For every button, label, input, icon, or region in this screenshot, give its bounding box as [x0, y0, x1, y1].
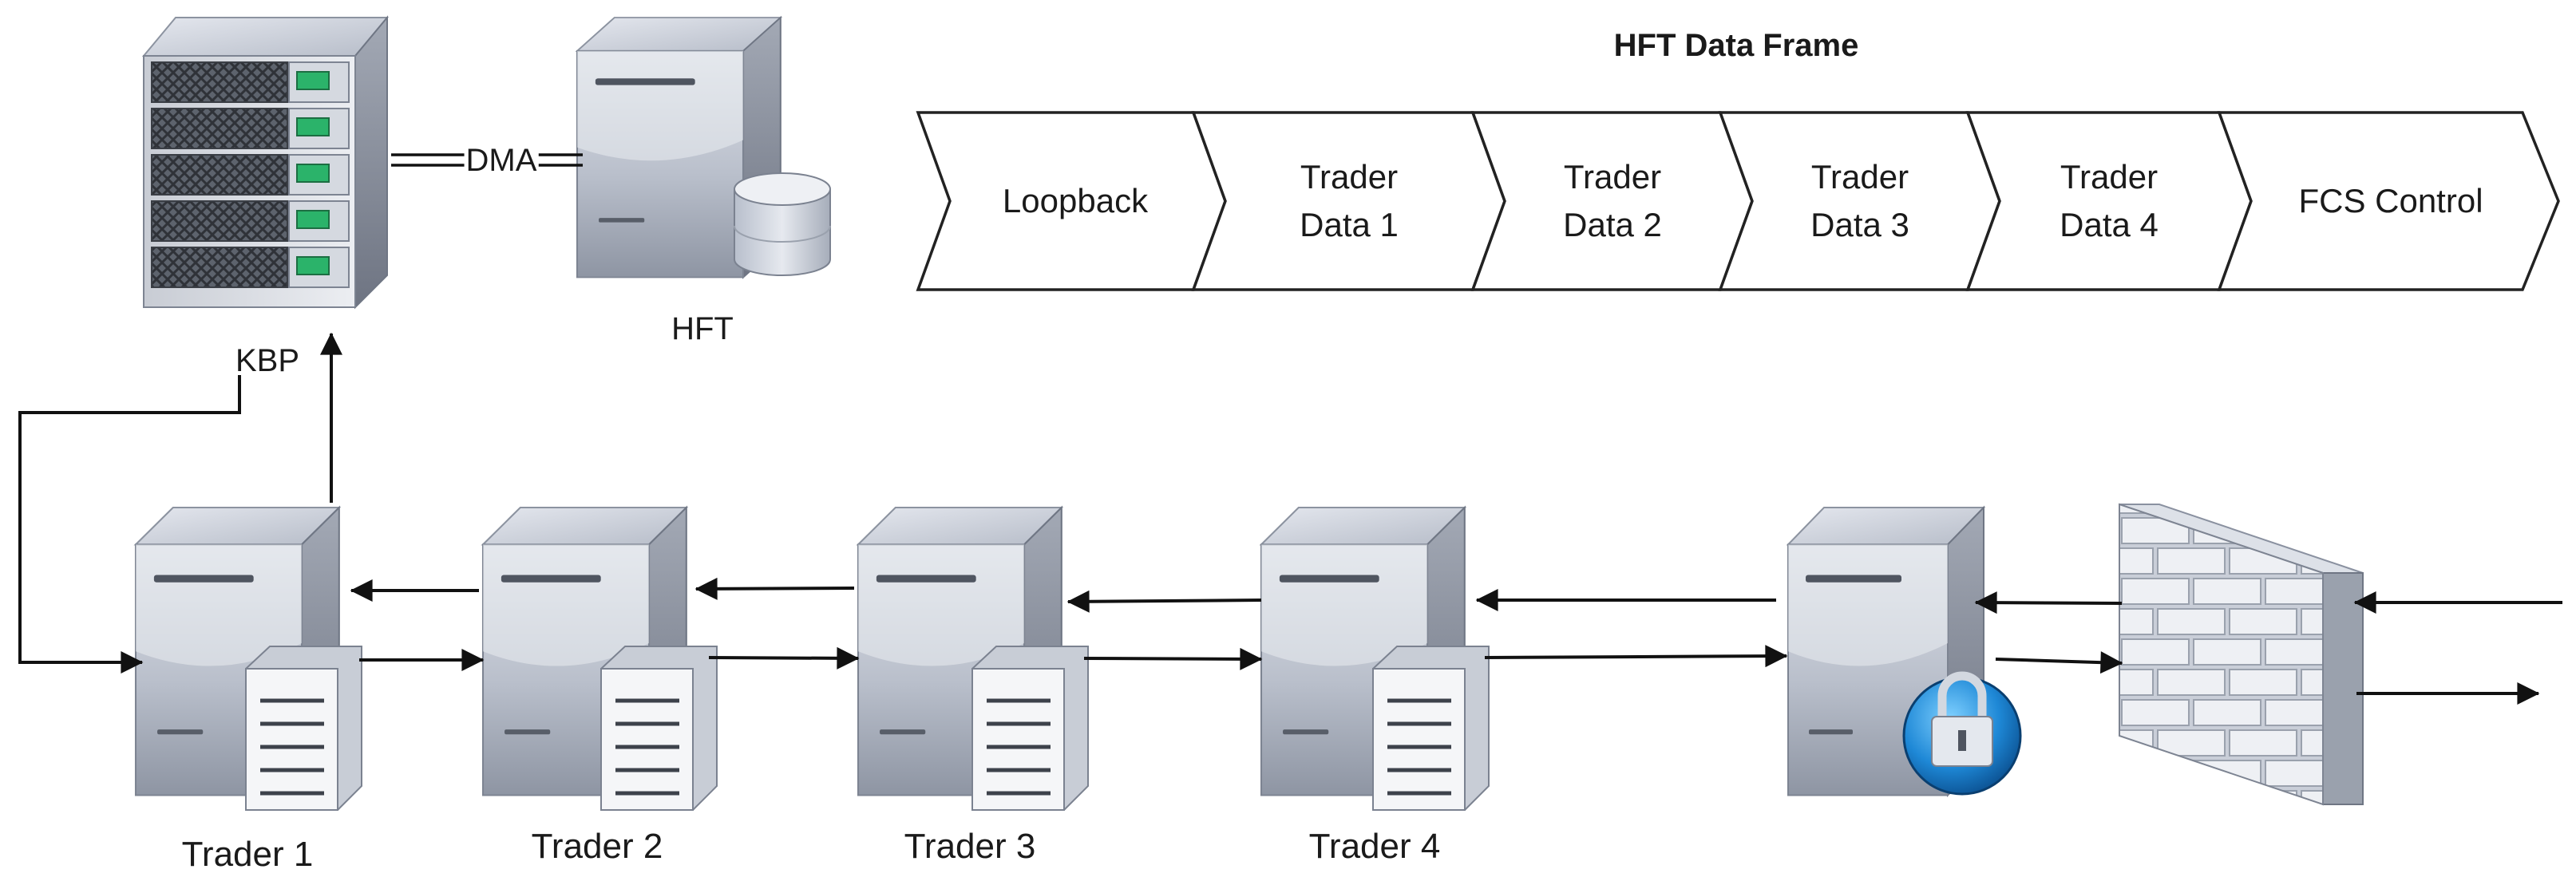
fcs-secure-server-icon — [1787, 506, 2022, 796]
frame-segment-label: Trader — [1811, 158, 1909, 196]
frame-segment-label: Trader — [1564, 158, 1661, 196]
frame-segment-trader-data-1: Trader Data 1 — [1191, 111, 1506, 291]
kbp-label: KBP — [235, 343, 299, 378]
dma-label: DMA — [466, 143, 537, 178]
trader-4-label: Trader 4 — [1309, 827, 1441, 866]
frame-segment-label: Data 1 — [1300, 206, 1399, 243]
frame-segment-trader-data-4: Trader Data 4 — [1965, 111, 2253, 291]
frame-segment-label: Data 3 — [1810, 206, 1909, 243]
kbp-to-trader-1-link — [18, 375, 241, 674]
firewall-icon — [2119, 503, 2364, 806]
trader-4-server-icon — [1260, 506, 1489, 810]
trader-3-to-trader-2-link — [694, 577, 855, 600]
dma-label-background — [464, 142, 539, 179]
connectors — [18, 332, 2562, 705]
frame-segment-trader-data-2: Trader Data 2 — [1470, 111, 1754, 291]
trader-3-server-icon — [857, 506, 1088, 810]
kbp-rack-icon — [141, 15, 390, 310]
frame-segment-fcs-control: FCS Control — [2217, 111, 2560, 291]
trader-3-label: Trader 3 — [904, 827, 1036, 866]
frame-segment-trader-data-3: Trader Data 3 — [1718, 111, 2001, 291]
fcs-to-firewall-link — [1995, 651, 2123, 674]
hft-label: HFT — [671, 311, 734, 346]
trader-1-server-icon — [134, 506, 362, 810]
trader-4-to-trader-3-link — [1066, 590, 1262, 613]
frame-segment-label: Data 4 — [2060, 206, 2159, 243]
trader-2-server-icon — [481, 506, 717, 810]
trader-1-label: Trader 1 — [182, 835, 314, 874]
trader-4-to-fcs-link — [1484, 645, 1788, 668]
hft-server-icon — [576, 16, 831, 279]
frame-segment-label: Loopback — [1003, 182, 1149, 219]
trader-2-label: Trader 2 — [532, 827, 663, 866]
frame-title: HFT Data Frame — [1614, 28, 1859, 63]
frame-segment-label: FCS Control — [2298, 182, 2483, 219]
frame-segment-label: Trader — [1300, 158, 1398, 196]
dma-link — [391, 153, 583, 167]
frame-segment-label: Trader — [2060, 158, 2158, 196]
firewall-to-fcs-link — [1974, 591, 2123, 614]
trader-3-to-trader-4-link — [1083, 647, 1263, 670]
frame-segment-label: Data 2 — [1563, 206, 1662, 243]
frame-segment-loopback: Loopback — [916, 111, 1227, 291]
